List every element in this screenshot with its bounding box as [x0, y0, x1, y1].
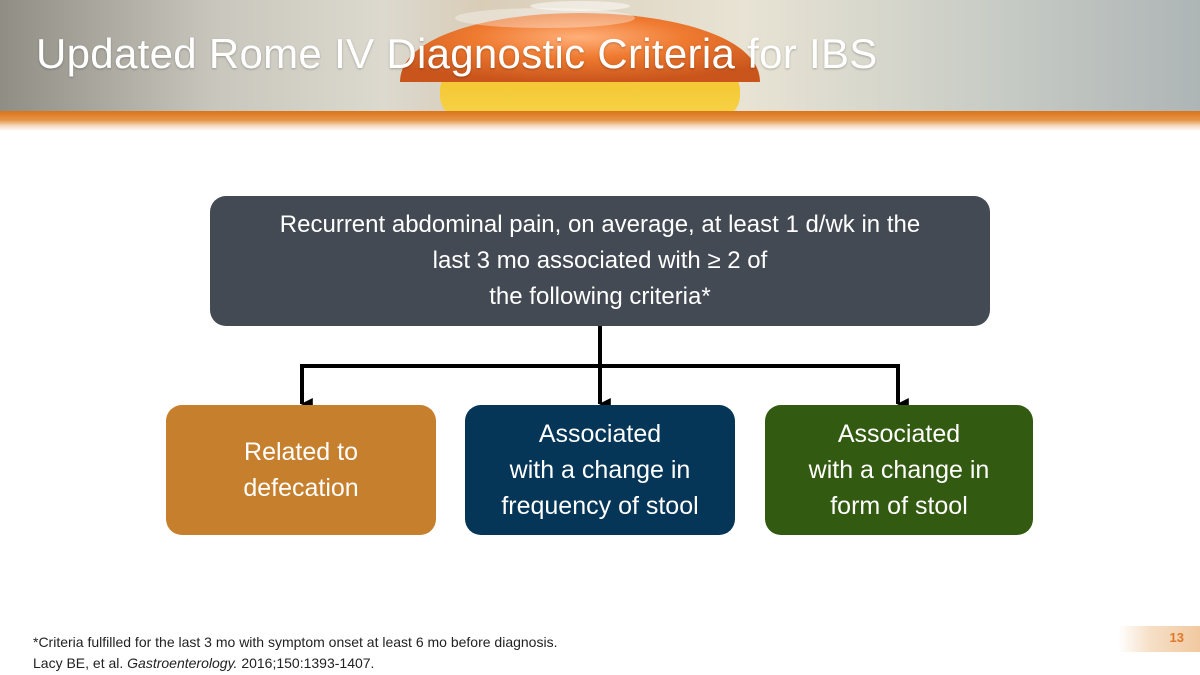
criterion-line: with a change in: [509, 456, 691, 484]
criterion-line: Associated: [538, 420, 662, 448]
main-criterion-box: Recurrent abdominal pain, on average, at…: [210, 196, 990, 326]
main-criterion-line: Recurrent abdominal pain, on average, at…: [279, 211, 921, 238]
citation-details: 2016;150:1393-1407.: [241, 655, 375, 671]
page-number: 13: [1169, 630, 1184, 645]
footnote-citation: Lacy BE, et al. Gastroenterology. 2016;1…: [33, 653, 557, 674]
criterion-line: frequency of stool: [501, 492, 699, 520]
footnote: *Criteria fulfilled for the last 3 mo wi…: [33, 632, 557, 674]
header-accent-stripe: [0, 111, 1200, 131]
criterion-box-form: Associated with a change in form of stoo…: [765, 405, 1033, 535]
footnote-criteria: *Criteria fulfilled for the last 3 mo wi…: [33, 634, 558, 650]
criterion-box-frequency: Associated with a change in frequency of…: [465, 405, 735, 535]
main-criterion-line: the following criteria*: [489, 283, 711, 310]
citation-authors: Lacy BE, et al.: [33, 655, 124, 671]
header-banner: Updated Rome IV Diagnostic Criteria for …: [0, 0, 1200, 112]
criterion-line: defecation: [243, 474, 359, 502]
criterion-line: with a change in: [808, 456, 990, 484]
main-criterion-line: last 3 mo associated with ≥ 2 of: [432, 247, 768, 274]
page-number-tab: 13: [1118, 626, 1200, 652]
criterion-line: Associated: [837, 420, 961, 448]
criterion-line: Related to: [244, 438, 358, 466]
lamp-photo-background: [400, 1, 760, 112]
citation-journal: Gastroenterology.: [127, 655, 238, 671]
slide-title: Updated Rome IV Diagnostic Criteria for …: [36, 30, 878, 77]
criterion-box-defecation: Related to defecation: [166, 405, 436, 535]
criterion-line: form of stool: [830, 492, 968, 520]
